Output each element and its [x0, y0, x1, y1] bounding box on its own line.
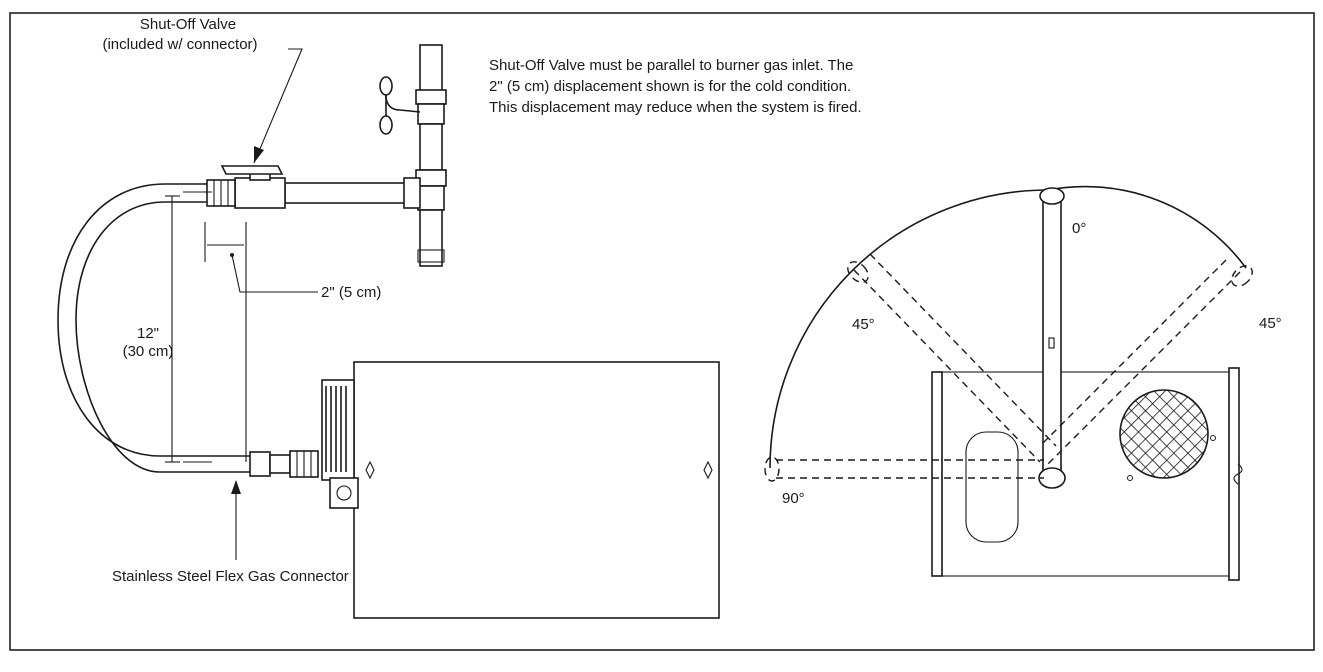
- height-label-sub: (30 cm): [123, 343, 174, 360]
- side-view: Shut-Off Valve (included w/ connector) 2…: [57, 16, 720, 619]
- displacement-label: 2" (5 cm): [321, 284, 381, 301]
- flex-hose: [57, 183, 252, 473]
- mount-hole: [1127, 475, 1133, 481]
- note-line-2: 2" (5 cm) displacement shown is for the …: [489, 78, 851, 95]
- rotation-view: 0° 45° 45° 90°: [764, 185, 1282, 581]
- horizontal-pipe: [284, 177, 421, 209]
- angle-0-label: 0°: [1072, 220, 1086, 237]
- connector-label: Stainless Steel Flex Gas Connector: [112, 568, 349, 585]
- burner-box: [321, 361, 720, 619]
- note-line-3: This displacement may reduce when the sy…: [489, 99, 862, 116]
- pipe-90-degrees: [764, 456, 1044, 482]
- fan-grille: [1119, 389, 1209, 479]
- angle-90-label: 90°: [782, 490, 805, 507]
- valve-leader: [253, 48, 303, 164]
- height-dimension: [165, 191, 212, 463]
- diagram-border: [9, 12, 1315, 651]
- angle-45-left-label: 45°: [852, 316, 875, 333]
- unit-body: [931, 367, 1243, 581]
- gas-riser: [379, 44, 447, 267]
- installation-note: Shut-Off Valve must be parallel to burne…: [489, 57, 862, 116]
- pipe-45-left: [847, 253, 1057, 463]
- height-label: 12": [137, 325, 159, 342]
- mount-hole: [1210, 435, 1216, 441]
- angle-45-right-label: 45°: [1259, 315, 1282, 332]
- valve-label-sub: (included w/ connector): [102, 36, 257, 53]
- connector-leader: [231, 480, 241, 560]
- shut-off-valve: [206, 165, 286, 209]
- displacement-dimension: [204, 222, 318, 462]
- pipe-0-degrees: [1038, 187, 1066, 489]
- pipe-45-right: [1039, 259, 1253, 467]
- burner-inlet-fittings: [249, 450, 319, 478]
- note-line-1: Shut-Off Valve must be parallel to burne…: [489, 57, 853, 74]
- valve-label: Shut-Off Valve: [140, 16, 236, 33]
